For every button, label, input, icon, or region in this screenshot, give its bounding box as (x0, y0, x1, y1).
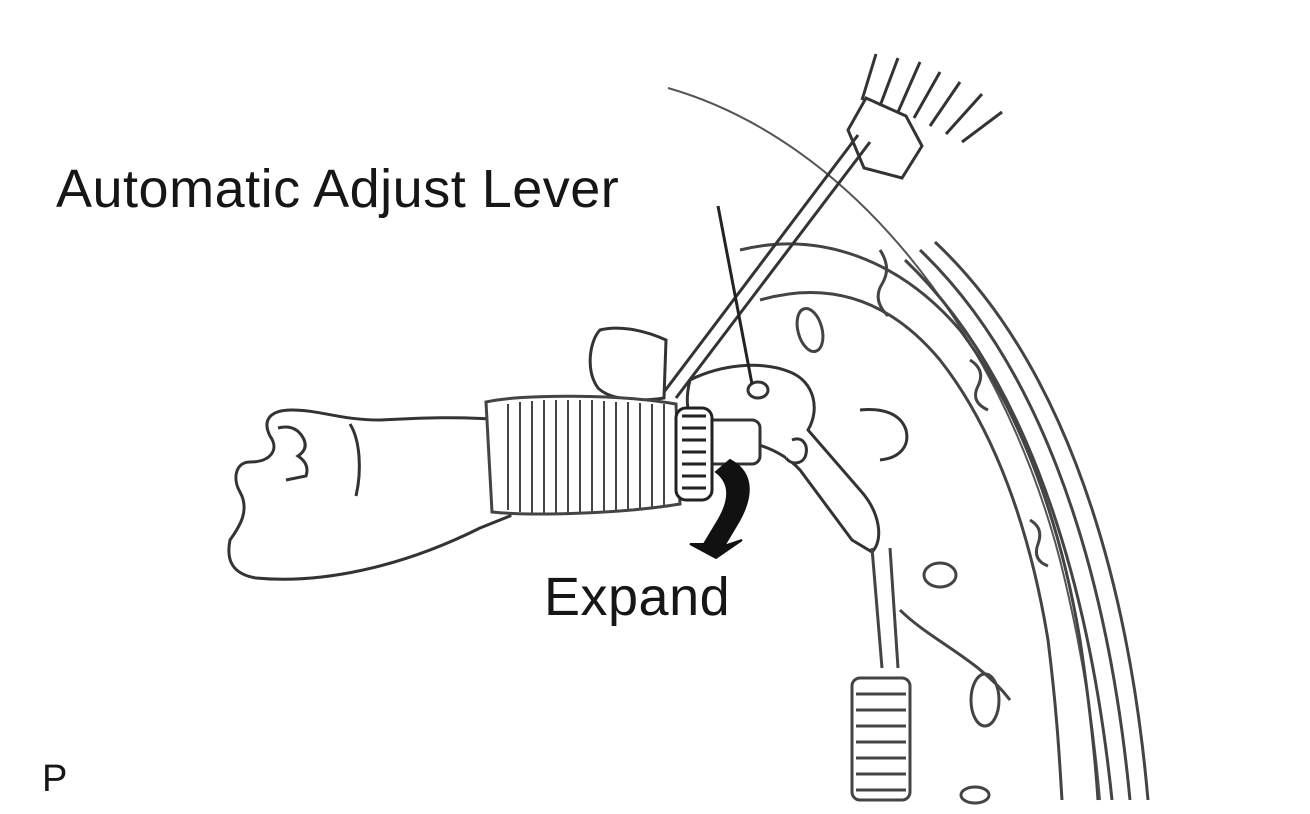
brake-drum (903, 240, 1150, 801)
figure-code-label: P (42, 758, 68, 800)
automatic-adjust-lever-label: Automatic Adjust Lever (56, 159, 620, 219)
screwdriver (662, 53, 1003, 399)
adjuster-star-wheel (674, 406, 714, 502)
return-spring (850, 547, 912, 802)
expand-label: Expand (544, 567, 731, 627)
leader-line (716, 205, 754, 385)
brake-shoe (739, 242, 1100, 805)
automatic-adjust-lever (685, 363, 881, 554)
rotation-arrow (689, 458, 750, 560)
adjuster-spring (484, 394, 682, 516)
